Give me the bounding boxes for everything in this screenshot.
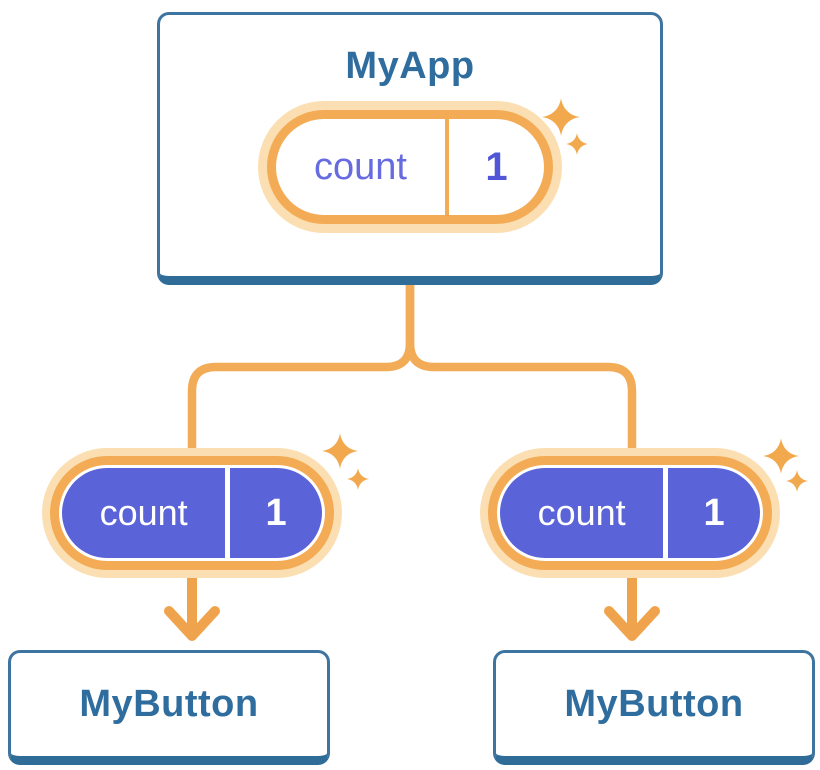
pill-divider	[445, 119, 449, 215]
state-pill-body: count 1	[62, 468, 322, 558]
component-title: MyButton	[564, 683, 744, 725]
component-card-right: MyButton	[493, 650, 815, 765]
state-name-cell: count	[62, 468, 225, 558]
state-name: count	[314, 145, 407, 188]
pill-divider	[225, 468, 231, 558]
state-value: 1	[485, 144, 508, 189]
state-pill-root: count 1	[258, 101, 562, 233]
sparkle-icon	[347, 468, 369, 490]
state-pill-ring: count 1	[267, 110, 553, 224]
branch-right-line	[405, 279, 637, 560]
sparkle-icon	[542, 98, 580, 136]
state-pill-ring: count 1	[488, 456, 772, 570]
state-name-cell: count	[276, 119, 445, 215]
arrow-down-icon	[164, 567, 220, 641]
state-pill-body: count 1	[500, 468, 760, 558]
state-pill-child-left: count 1	[42, 448, 342, 578]
state-value: 1	[703, 491, 725, 534]
sparkle-icon	[786, 470, 808, 492]
sparkle-icon	[763, 438, 799, 474]
state-value-cell: 1	[668, 468, 760, 558]
sparkle-icon	[566, 133, 588, 155]
state-name-cell: count	[500, 468, 663, 558]
arrow-down-icon	[604, 567, 660, 641]
component-title: MyButton	[79, 683, 259, 725]
state-name: count	[99, 492, 188, 533]
state-value: 1	[265, 491, 287, 534]
component-card-left: MyButton	[8, 650, 330, 765]
sparkle-icon	[322, 433, 358, 469]
state-pill-child-right: count 1	[480, 448, 780, 578]
pill-divider	[663, 468, 669, 558]
component-title: MyApp	[345, 45, 475, 87]
state-pill-ring: count 1	[50, 456, 334, 570]
state-value-cell: 1	[449, 119, 544, 215]
state-name: count	[537, 492, 626, 533]
state-value-cell: 1	[230, 468, 322, 558]
